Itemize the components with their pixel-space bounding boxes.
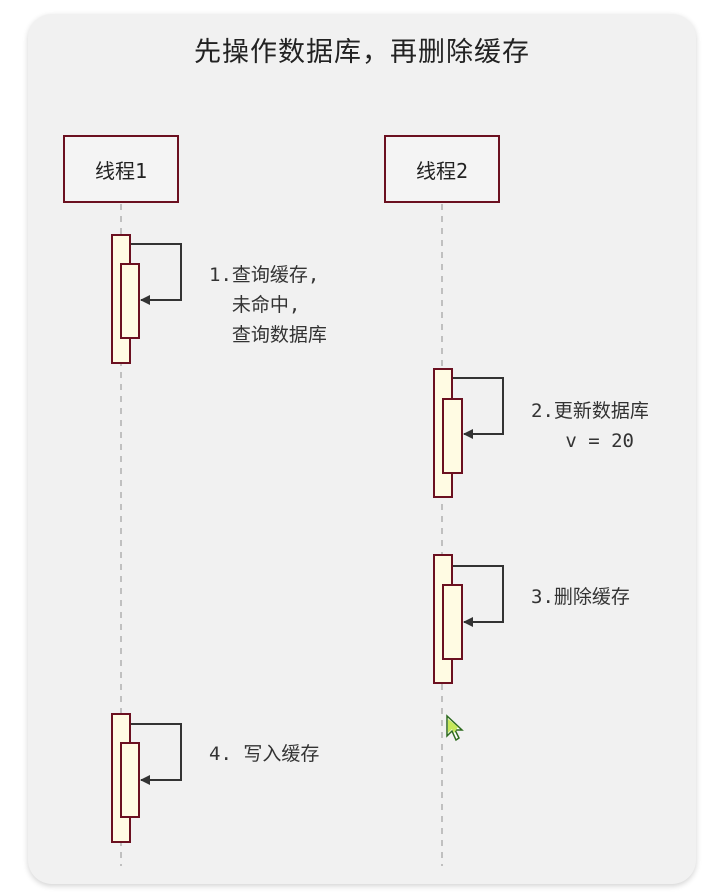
step-1-line-3: 查询数据库 xyxy=(209,324,327,346)
step-2-line-2: v = 20 xyxy=(531,430,634,452)
step-4-line-1: 4. 写入缓存 xyxy=(209,743,320,765)
step-1-note: 1.查询缓存, 未命中, 查询数据库 xyxy=(209,260,327,350)
actor-thread-1: 线程1 xyxy=(63,135,179,203)
step-3-line-1: 3.删除缓存 xyxy=(531,586,630,608)
step-4-note: 4. 写入缓存 xyxy=(209,739,319,769)
step-2-line-1: 2.更新数据库 xyxy=(531,400,649,422)
step-1-activation xyxy=(111,234,182,364)
step-2-activation xyxy=(433,368,504,498)
actor-thread-2: 线程2 xyxy=(384,135,500,203)
step-3-activation xyxy=(433,554,504,684)
step-2-note: 2.更新数据库 v = 20 xyxy=(531,396,649,456)
step-1-line-2: 未命中, xyxy=(209,294,301,316)
step-1-line-1: 1.查询缓存, xyxy=(209,264,320,286)
step-4-activation xyxy=(111,713,182,843)
diagram-title: 先操作数据库，再删除缓存 xyxy=(194,37,530,68)
step-3-note: 3.删除缓存 xyxy=(531,582,630,612)
mouse-cursor-icon xyxy=(446,714,464,742)
